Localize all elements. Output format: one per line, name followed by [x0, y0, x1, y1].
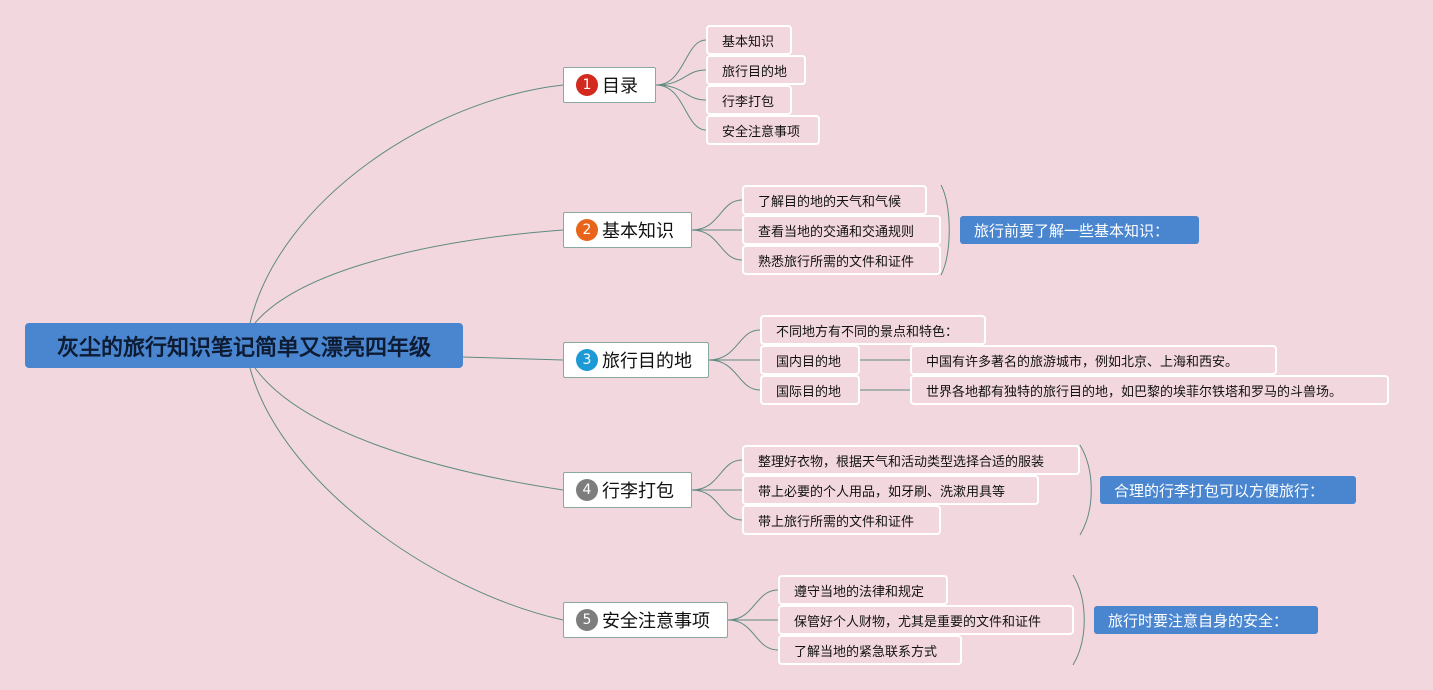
- connector-b5-c1: [727, 589, 779, 621]
- connector-b1-c2: [655, 69, 707, 86]
- number-badge-icon: 2: [576, 219, 598, 241]
- subtopic[interactable]: 整理好衣物，根据天气和活动类型选择合适的服装: [742, 445, 1080, 475]
- subtopic[interactable]: 基本知识: [706, 25, 792, 55]
- connector-root-branch-1: [249, 84, 564, 324]
- subtopic[interactable]: 带上必要的个人用品，如牙刷、洗漱用具等: [742, 475, 1039, 505]
- subtopic[interactable]: 保管好个人财物，尤其是重要的文件和证件: [778, 605, 1074, 635]
- summary-label: 旅行时要注意自身的安全：: [1108, 611, 1289, 630]
- subtopic-label: 国内目的地: [776, 354, 842, 370]
- connector-root-branch-2: [254, 229, 564, 324]
- connector-b5-c3: [727, 619, 779, 651]
- subtopic-label: 了解目的地的天气和气候: [758, 194, 902, 210]
- connector-b2-c1: [691, 199, 743, 231]
- summary-label: 合理的行李打包可以方便旅行：: [1114, 481, 1325, 500]
- subtopic-label: 国际目的地: [776, 384, 842, 400]
- subtopic[interactable]: 查看当地的交通和交通规则: [742, 215, 941, 245]
- subtopic[interactable]: 旅行目的地: [706, 55, 806, 85]
- branch-label: 基本知识: [602, 221, 674, 242]
- subtopic-detail-label: 中国有许多著名的旅游城市，例如北京、上海和西安。: [926, 354, 1239, 370]
- number-badge-icon: 3: [576, 349, 598, 371]
- branch-label: 目录: [602, 76, 638, 97]
- number-badge-icon: 4: [576, 479, 598, 501]
- subtopic-label: 行李打包: [722, 94, 775, 110]
- subtopic[interactable]: 带上旅行所需的文件和证件: [742, 505, 941, 535]
- branch-topic-destinations[interactable]: 3 旅行目的地: [563, 342, 709, 378]
- subtopic-label: 了解当地的紧急联系方式: [794, 644, 938, 660]
- subtopic-detail[interactable]: 世界各地都有独特的旅行目的地，如巴黎的埃菲尔铁塔和罗马的斗兽场。: [910, 375, 1389, 405]
- subtopic-label: 带上必要的个人用品，如牙刷、洗漱用具等: [758, 484, 1006, 500]
- subtopic-label: 遵守当地的法律和规定: [794, 584, 925, 600]
- connector-b3-c1: [708, 329, 761, 361]
- subtopic[interactable]: 了解目的地的天气和气候: [742, 185, 927, 215]
- connector-b4-c3: [691, 489, 743, 521]
- summary-note[interactable]: 旅行时要注意自身的安全：: [1094, 606, 1318, 634]
- branch-label: 旅行目的地: [602, 351, 692, 372]
- connector-b1-c3: [655, 84, 707, 101]
- subtopic[interactable]: 了解当地的紧急联系方式: [778, 635, 962, 665]
- subtopic-label: 不同地方有不同的景点和特色：: [776, 324, 959, 340]
- subtopic-detail[interactable]: 中国有许多著名的旅游城市，例如北京、上海和西安。: [910, 345, 1277, 375]
- subtopic[interactable]: 安全注意事项: [706, 115, 820, 145]
- subtopic-label: 保管好个人财物，尤其是重要的文件和证件: [794, 614, 1042, 630]
- root-topic-label: 灰尘的旅行知识笔记简单又漂亮四年级: [56, 335, 431, 361]
- summary-brace-4: [1079, 444, 1092, 536]
- branch-topic-contents[interactable]: 1 目录: [563, 67, 656, 103]
- subtopic[interactable]: 不同地方有不同的景点和特色：: [760, 315, 986, 345]
- summary-brace-5: [1072, 574, 1085, 666]
- subtopic[interactable]: 遵守当地的法律和规定: [778, 575, 948, 605]
- summary-label: 旅行前要了解一些基本知识：: [974, 221, 1170, 240]
- subtopic-label: 查看当地的交通和交通规则: [758, 224, 915, 240]
- summary-brace-2: [940, 184, 950, 276]
- number-badge-icon: 1: [576, 74, 598, 96]
- connector-b1-c1: [655, 39, 707, 86]
- branch-label: 安全注意事项: [602, 611, 710, 632]
- connector-b2-c3: [691, 229, 743, 261]
- branch-topic-packing[interactable]: 4 行李打包: [563, 472, 692, 508]
- subtopic-label: 基本知识: [722, 34, 775, 50]
- summary-note[interactable]: 旅行前要了解一些基本知识：: [960, 216, 1199, 244]
- number-badge-icon: 5: [576, 609, 598, 631]
- subtopic[interactable]: 国际目的地: [760, 375, 860, 405]
- subtopic-label: 整理好衣物，根据天气和活动类型选择合适的服装: [758, 454, 1045, 470]
- subtopic[interactable]: 国内目的地: [760, 345, 860, 375]
- branch-label: 行李打包: [602, 481, 674, 502]
- subtopic[interactable]: 行李打包: [706, 85, 792, 115]
- connector-root-branch-5: [249, 367, 564, 621]
- branch-topic-basic-knowledge[interactable]: 2 基本知识: [563, 212, 692, 248]
- root-topic[interactable]: 灰尘的旅行知识笔记简单又漂亮四年级: [25, 323, 463, 368]
- subtopic-label: 带上旅行所需的文件和证件: [758, 514, 915, 530]
- connector-root-branch-3: [462, 356, 564, 361]
- subtopic[interactable]: 熟悉旅行所需的文件和证件: [742, 245, 941, 275]
- connector-b3-c3: [708, 359, 761, 391]
- subtopic-label: 安全注意事项: [722, 124, 801, 140]
- subtopic-detail-label: 世界各地都有独特的旅行目的地，如巴黎的埃菲尔铁塔和罗马的斗兽场。: [926, 384, 1343, 400]
- connector-b1-c4: [655, 84, 707, 131]
- subtopic-label: 旅行目的地: [722, 64, 788, 80]
- branch-topic-safety[interactable]: 5 安全注意事项: [563, 602, 728, 638]
- summary-note[interactable]: 合理的行李打包可以方便旅行：: [1100, 476, 1356, 504]
- connector-b4-c1: [691, 459, 743, 491]
- connector-root-branch-4: [254, 367, 564, 491]
- subtopic-label: 熟悉旅行所需的文件和证件: [758, 254, 915, 270]
